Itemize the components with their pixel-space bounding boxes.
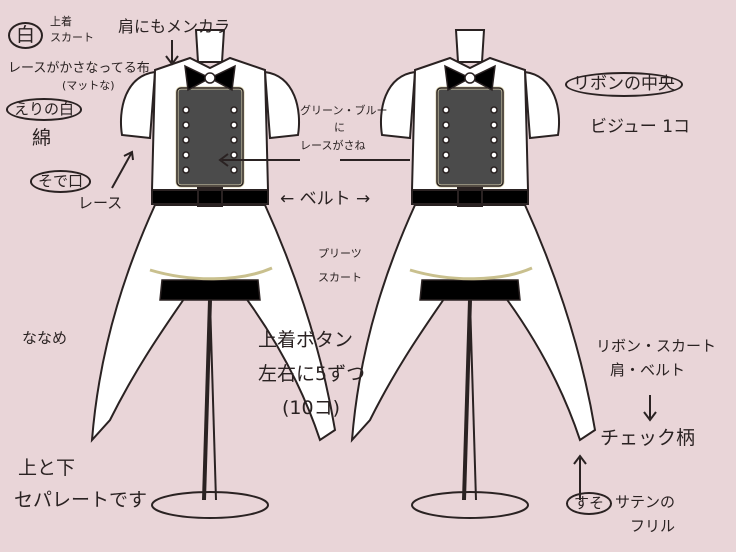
note-white: 白 [8, 22, 44, 49]
note-separate-1: 上と下 [18, 457, 76, 479]
note-cuff: そで口 [30, 170, 92, 193]
note-ribbon-center: リボンの中央 [565, 72, 683, 97]
note-lace: レース [78, 194, 123, 212]
note-diagonal: ななめ [22, 329, 68, 347]
note-ni: に [334, 121, 345, 134]
note-check-items-1: リボン・スカート [596, 337, 717, 355]
note-pleats-skirt: スカート [318, 271, 362, 284]
left-dress-green [90, 28, 337, 520]
note-matte: (マットな) [62, 79, 115, 92]
note-shoulder: 肩にもメンカラ [118, 17, 231, 36]
note-collar-white: えりの白 [6, 98, 83, 121]
note-separate-2: セパレートです [14, 489, 148, 511]
note-check-items-2: 肩・ベルト [610, 361, 686, 379]
note-green-blue: グリーン・ブルー [300, 104, 388, 117]
note-skirt: スカート [50, 31, 94, 44]
annotation-arrows [111, 40, 657, 500]
note-buttons-1: 上着ボタン [258, 329, 354, 351]
note-jacket: 上着 [50, 15, 72, 28]
note-belt: ← ベルト → [280, 189, 371, 209]
note-check: チェック柄 [600, 427, 696, 449]
note-frill: フリル [630, 517, 676, 535]
note-satin: サテンの [615, 493, 676, 511]
note-pleats: プリーツ [318, 247, 362, 260]
note-buttons-2: 左右に5ずつ [258, 363, 366, 385]
note-buttons-3: (10コ) [282, 397, 341, 419]
note-bijou: ビジュー 1コ [590, 117, 691, 137]
right-dress-blue [350, 28, 597, 520]
note-lace-fabric: レースがかさなってる布 [8, 61, 150, 76]
note-lace-layer: レースがさね [300, 139, 366, 152]
note-hem: すそ [566, 492, 613, 515]
note-cotton: 綿 [32, 127, 52, 149]
